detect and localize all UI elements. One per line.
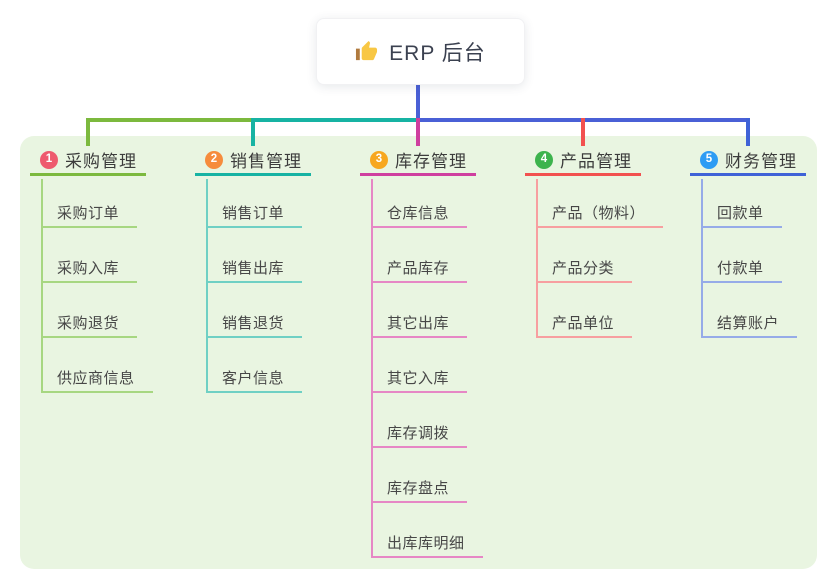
child-node[interactable]: 出库库明细 xyxy=(371,528,483,558)
child-node[interactable]: 产品分类 xyxy=(536,253,633,283)
branch-number-badge: 2 xyxy=(205,150,223,169)
connector-branch-drop xyxy=(581,118,585,146)
child-node[interactable]: 采购退货 xyxy=(41,308,138,338)
child-node[interactable]: 产品单位 xyxy=(536,308,633,338)
child-node[interactable]: 供应商信息 xyxy=(41,363,153,393)
child-node[interactable]: 客户信息 xyxy=(206,363,303,393)
thumbs-up-icon xyxy=(355,40,378,63)
root-node[interactable]: ERP 后台 xyxy=(316,18,525,85)
connector-child-trunk xyxy=(536,179,538,338)
branch-node-3[interactable]: 3 库存管理 xyxy=(360,146,476,176)
connector-child-trunk xyxy=(371,179,373,558)
child-node[interactable]: 采购订单 xyxy=(41,198,138,228)
child-node[interactable]: 销售退货 xyxy=(206,308,303,338)
root-label: ERP 后台 xyxy=(389,41,486,65)
branch-number-badge: 4 xyxy=(535,150,553,169)
child-node[interactable]: 其它出库 xyxy=(371,308,468,338)
connector-branch-drop xyxy=(86,118,90,146)
branches-panel xyxy=(20,136,817,569)
branch-node-4[interactable]: 4 产品管理 xyxy=(525,146,641,176)
branch-number-badge: 3 xyxy=(370,150,388,169)
branch-node-5[interactable]: 5 财务管理 xyxy=(690,146,806,176)
connector-root-stem xyxy=(416,83,420,122)
child-node[interactable]: 采购入库 xyxy=(41,253,138,283)
branch-number-badge: 1 xyxy=(40,150,58,169)
child-node[interactable]: 库存调拨 xyxy=(371,418,468,448)
child-node[interactable]: 其它入库 xyxy=(371,363,468,393)
child-node[interactable]: 产品库存 xyxy=(371,253,468,283)
connector-bus-segment xyxy=(251,118,420,122)
child-node[interactable]: 销售订单 xyxy=(206,198,303,228)
branch-label: 财务管理 xyxy=(725,152,797,171)
branch-node-2[interactable]: 2 销售管理 xyxy=(195,146,311,176)
branch-label: 库存管理 xyxy=(395,152,467,171)
child-node[interactable]: 仓库信息 xyxy=(371,198,468,228)
branch-label: 采购管理 xyxy=(65,152,137,171)
branch-label: 销售管理 xyxy=(230,152,302,171)
child-node[interactable]: 回款单 xyxy=(701,198,782,228)
child-node[interactable]: 付款单 xyxy=(701,253,782,283)
child-node[interactable]: 库存盘点 xyxy=(371,473,468,503)
branch-node-1[interactable]: 1 采购管理 xyxy=(30,146,146,176)
connector-child-trunk xyxy=(701,179,703,338)
child-node[interactable]: 结算账户 xyxy=(701,308,798,338)
connector-child-trunk xyxy=(41,179,43,393)
branch-number-badge: 5 xyxy=(700,150,718,169)
child-node[interactable]: 销售出库 xyxy=(206,253,303,283)
connector-branch-drop xyxy=(746,118,750,146)
connector-branch-drop xyxy=(251,118,255,146)
branch-label: 产品管理 xyxy=(560,152,632,171)
connector-bus-segment xyxy=(86,118,255,122)
child-node[interactable]: 产品（物料） xyxy=(536,198,664,228)
connector-branch-drop xyxy=(416,118,420,146)
connector-child-trunk xyxy=(206,179,208,393)
